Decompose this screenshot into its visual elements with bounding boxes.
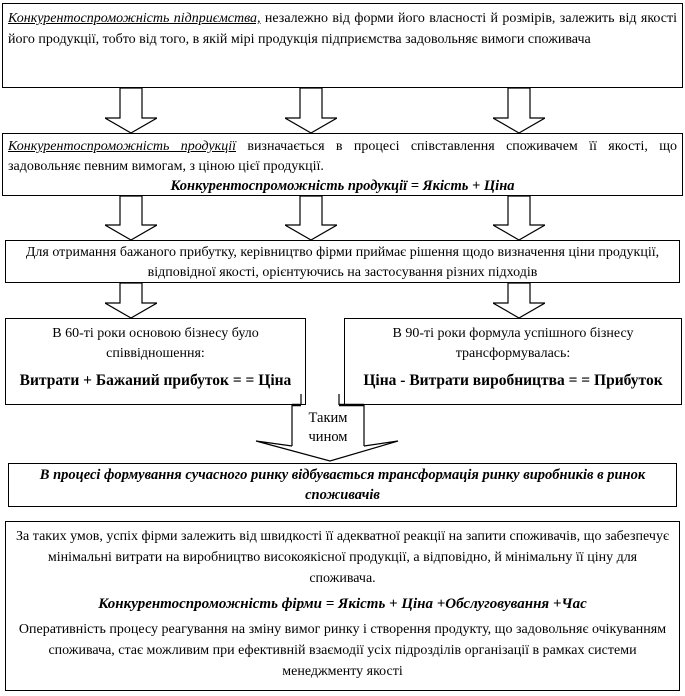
box-90s-formula: Ціна - Витрати виробництва = = Прибуток — [363, 372, 663, 389]
firm-competitiveness-formula: Конкурентоспроможність фірми = Якість + … — [98, 596, 587, 612]
box-firm-para1: За таких умов, успіх фірми залежить від … — [16, 529, 669, 586]
thus-label-line2: чином — [308, 429, 348, 445]
down-arrow-icon — [493, 196, 545, 240]
box-60s-formula: Витрати + Бажаний прибуток = = Ціна — [19, 372, 292, 389]
box-firm-para2: Оперативність процесу реагування на змін… — [18, 622, 667, 679]
box-market-transformation: В процесі формування сучасного ринку від… — [8, 463, 677, 507]
box-market-text: В процесі формування сучасного ринку від… — [39, 467, 646, 503]
box-enterprise-lead-phrase: Конкурентоспроможність підприємства, — [8, 11, 261, 26]
box-90s-text: В 90-ті роки формула успішного бізнесу т… — [392, 326, 634, 361]
thus-label: Таким чином — [292, 407, 364, 449]
box-product-paragraph: Конкурентоспроможність продукції визнача… — [3, 134, 682, 176]
box-product-text: визначається в процесі співставлення спо… — [8, 139, 677, 174]
thus-down-arrow-icon — [255, 394, 399, 462]
box-product-lead-phrase: Конкурентоспроможність продукції — [8, 139, 236, 154]
box-enterprise-text: незалежно від форми його власності й роз… — [8, 11, 677, 47]
down-arrow-icon — [285, 196, 337, 240]
box-60s-business: В 60-ті роки основою бізнесу було співві… — [5, 318, 306, 405]
down-arrow-icon — [105, 283, 157, 318]
box-product-competitiveness: Конкурентоспроможність продукції визнача… — [2, 133, 683, 196]
box-profit-text: Для отримання бажаного прибутку, керівни… — [25, 245, 660, 280]
thus-label-line1: Таким — [308, 410, 348, 426]
box-profit-decision: Для отримання бажаного прибутку, керівни… — [5, 240, 680, 283]
product-competitiveness-formula: Конкурентоспроможність продукції = Якіст… — [170, 178, 515, 194]
box-60s-text: В 60-ті роки основою бізнесу було співві… — [52, 326, 259, 361]
down-arrow-icon — [105, 88, 157, 133]
box-enterprise-competitiveness: Конкурентоспроможність підприємства, нез… — [2, 3, 683, 88]
down-arrow-icon — [493, 283, 545, 318]
down-arrow-icon — [493, 88, 545, 133]
down-arrow-icon — [285, 88, 337, 133]
box-firm-competitiveness: За таких умов, успіх фірми залежить від … — [5, 521, 680, 691]
down-arrow-icon — [105, 196, 157, 240]
box-90s-business: В 90-ті роки формула успішного бізнесу т… — [344, 318, 682, 405]
